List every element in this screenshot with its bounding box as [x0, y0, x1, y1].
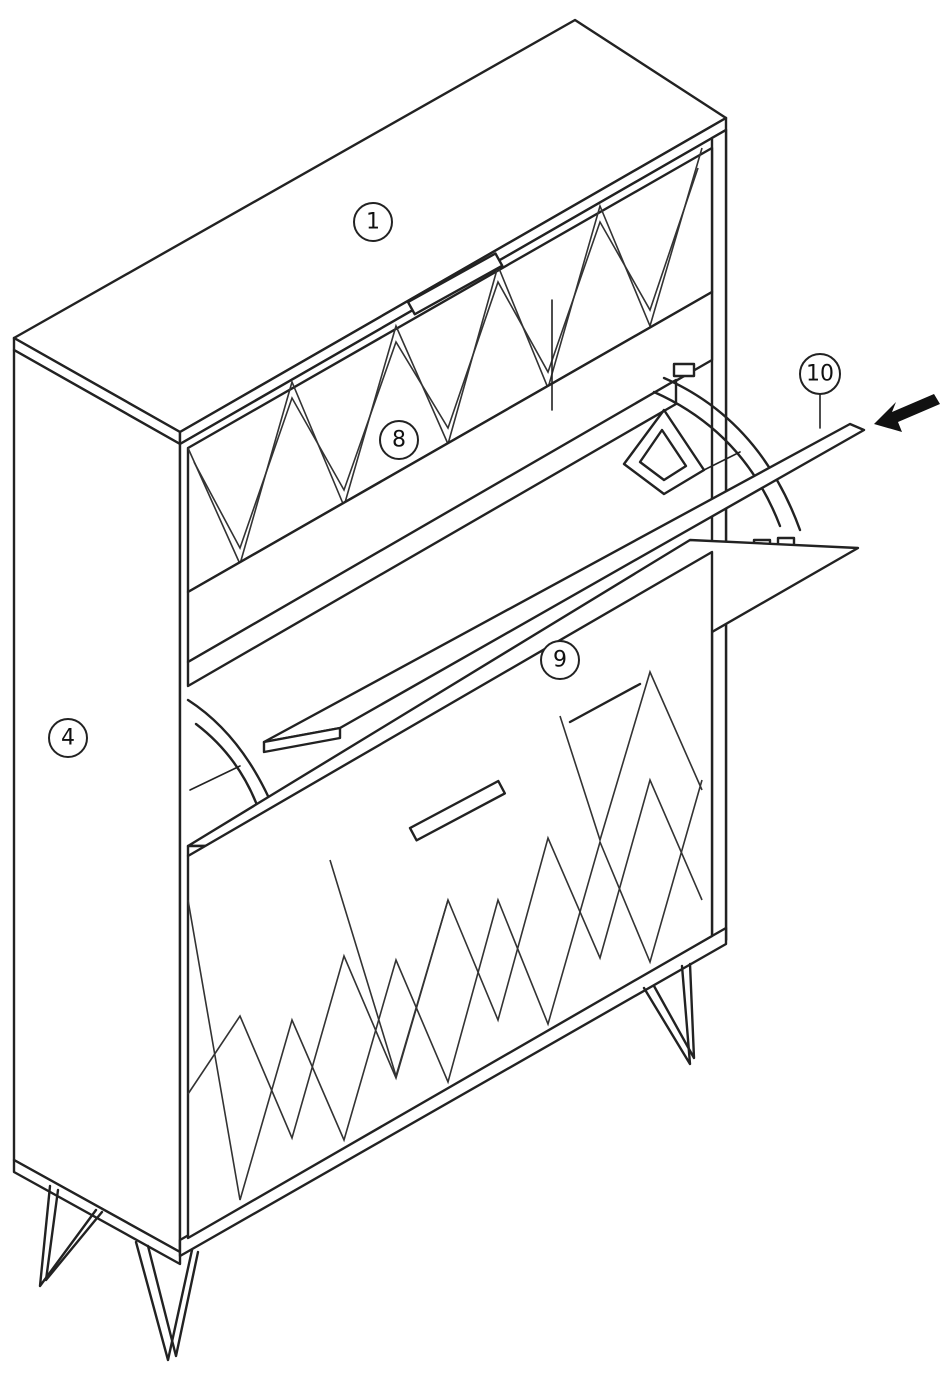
insert-direction-arrow-icon [874, 394, 940, 432]
insert-panel-10 [262, 422, 866, 754]
upper-door [186, 146, 714, 594]
lower-doors [186, 550, 714, 1240]
svg-text:9: 9 [553, 648, 567, 673]
side-panel [12, 348, 182, 1266]
svg-text:8: 8 [392, 428, 406, 453]
callout-4: 4 [48, 718, 88, 758]
callout-10: 10 [799, 353, 841, 395]
hairpin-legs [38, 962, 696, 1362]
svg-text:10: 10 [806, 362, 834, 387]
open-compartment [186, 290, 714, 688]
svg-text:1: 1 [366, 210, 380, 235]
callout-8: 8 [379, 420, 419, 460]
svg-text:4: 4 [61, 726, 75, 751]
callout-9: 9 [540, 640, 580, 680]
callout-1: 1 [353, 202, 393, 242]
